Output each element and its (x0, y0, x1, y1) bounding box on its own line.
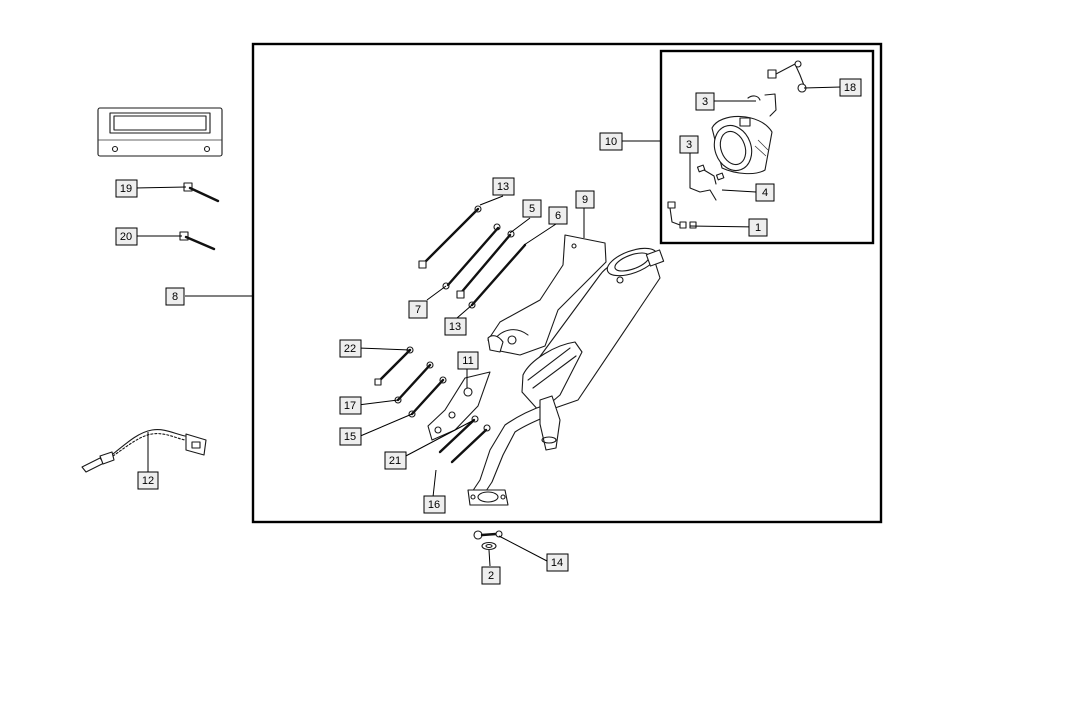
muffler-end-cap (711, 115, 773, 175)
part-label-19: 19 (115, 179, 138, 198)
leader-lines (134, 86, 842, 567)
svg-text:1: 1 (755, 222, 761, 234)
svg-text:16: 16 (428, 499, 440, 511)
svg-text:9: 9 (582, 194, 588, 206)
mounting-bolts-upper (418, 205, 527, 309)
svg-text:7: 7 (415, 304, 421, 316)
svg-text:15: 15 (344, 431, 356, 443)
mounting-bolts-lower (374, 346, 491, 464)
bolt-14 (473, 530, 503, 540)
svg-text:10: 10 (605, 136, 617, 148)
svg-text:8: 8 (172, 291, 178, 303)
part-label-13b: 13 (444, 317, 467, 336)
end-cap-inset-frame (659, 49, 875, 245)
svg-text:14: 14 (551, 557, 563, 569)
svg-text:11: 11 (462, 355, 473, 367)
svg-text:2: 2 (488, 570, 494, 582)
part-label-1: 1 (748, 218, 768, 237)
muffler-body (521, 247, 665, 413)
svg-text:12: 12 (142, 475, 154, 487)
muffler-heat-guard (487, 234, 607, 356)
exhaust-head-pipe (467, 395, 561, 506)
bolt-19 (183, 182, 220, 203)
end-cap-clips (667, 60, 807, 229)
part-label-3a: 3 (695, 92, 715, 111)
part-label-11: 11 (457, 351, 479, 370)
part-label-21: 21 (384, 451, 407, 470)
svg-text:19: 19 (120, 183, 132, 195)
svg-text:3: 3 (702, 96, 708, 108)
part-label-20: 20 (115, 227, 138, 246)
part-label-4: 4 (755, 183, 775, 202)
part-label-12: 12 (137, 471, 159, 490)
part-label-7: 7 (408, 300, 428, 319)
svg-text:21: 21 (389, 455, 401, 467)
svg-text:5: 5 (529, 203, 535, 215)
part-label-5: 5 (522, 199, 542, 218)
heat-shield-plate (97, 107, 223, 157)
oxygen-sensor (81, 429, 207, 473)
svg-text:20: 20 (120, 231, 132, 243)
part-label-14: 14 (546, 553, 569, 572)
exhaust-assembly-frame (251, 42, 883, 524)
svg-text:22: 22 (344, 343, 356, 355)
svg-text:3: 3 (686, 139, 692, 151)
part-label-8: 8 (165, 287, 185, 306)
nut-2 (481, 541, 497, 551)
svg-text:18: 18 (844, 82, 856, 94)
svg-text:13: 13 (449, 321, 461, 333)
part-label-22: 22 (339, 339, 362, 358)
part-label-6: 6 (548, 206, 568, 225)
part-label-15: 15 (339, 427, 362, 446)
bolt-20 (179, 231, 216, 251)
part-label-3b: 3 (679, 135, 699, 154)
part-label-2: 2 (481, 566, 501, 585)
lower-heat-shield (427, 371, 491, 441)
svg-text:4: 4 (762, 187, 768, 199)
svg-text:17: 17 (344, 400, 356, 412)
part-label-10: 10 (599, 132, 623, 151)
part-label-17: 17 (339, 396, 362, 415)
part-label-13a: 13 (492, 177, 515, 196)
svg-text:6: 6 (555, 210, 561, 222)
part-label-18: 18 (839, 78, 862, 97)
svg-text:13: 13 (497, 181, 509, 193)
part-label-9: 9 (575, 190, 595, 209)
part-label-16: 16 (423, 495, 446, 514)
